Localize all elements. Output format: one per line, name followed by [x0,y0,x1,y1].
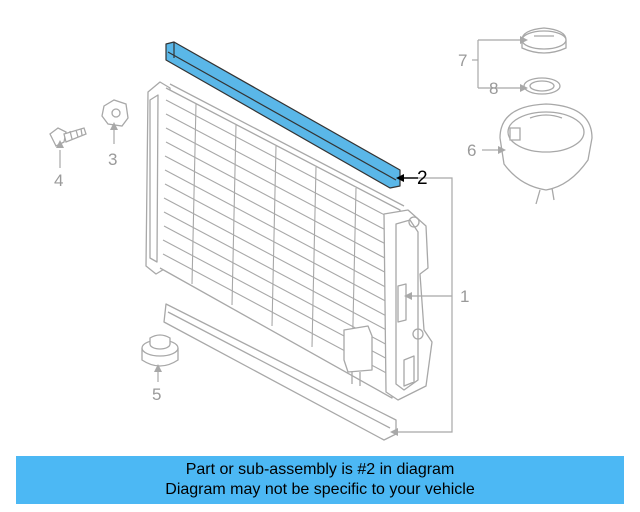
banner-line-1: Part or sub-assembly is #2 in diagram [185,461,455,478]
callout-1-label: 1 [460,287,470,306]
expansion-tank-part [499,103,593,205]
callout-3-label: 3 [108,150,118,169]
radiator-part [145,81,433,401]
callout-4-label: 4 [54,171,64,190]
callout-6-label: 6 [467,141,477,160]
leader-line-active [396,174,418,182]
info-banner: Part or sub-assembly is #2 in diagram Di… [16,456,624,504]
leader-lines [59,39,520,433]
grommet-part [141,334,179,367]
banner-line-2: Diagram may not be specific to your vehi… [165,481,475,498]
diagram-canvas [49,27,593,441]
screw-part [49,127,87,147]
upper-seal-highlighted [165,41,401,189]
callout-2-label: 2 [417,168,428,189]
lower-seal-strip [163,303,397,441]
callout-7-label: 7 [458,51,468,70]
parts-diagram [49,27,593,441]
callout-8-label: 8 [489,79,499,98]
arrowheads [56,36,528,436]
oring-part [523,77,561,95]
callout-5-label: 5 [152,385,162,404]
clip-part [101,99,129,127]
cap-part [521,27,567,54]
